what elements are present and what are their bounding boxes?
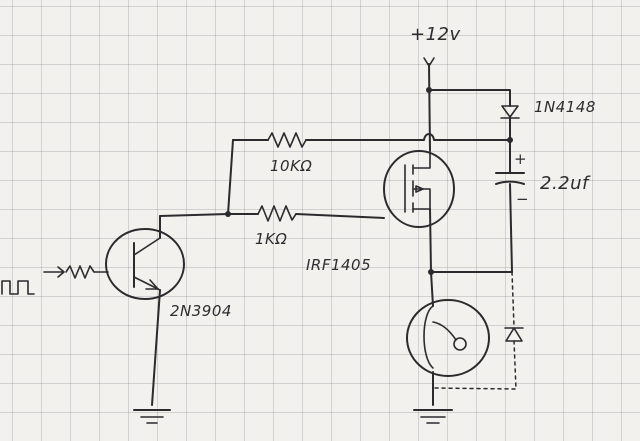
label-resistor-1k: 1KΩ — [255, 230, 287, 248]
diode-feed-wire — [429, 89, 511, 107]
cap-negative-wire — [509, 183, 513, 273]
resistor-10k — [267, 132, 307, 148]
supply-rail-wire — [428, 63, 431, 151]
ground-symbol-lamp — [413, 409, 453, 424]
label-diode-1n4148: 1N4148 — [534, 98, 596, 116]
transistor-2n3904 — [105, 228, 185, 300]
input-arrow — [43, 266, 65, 278]
wire-10k-right — [305, 133, 511, 141]
wire-base-junction — [159, 213, 229, 217]
lamp — [406, 299, 490, 377]
label-supply: +12v — [410, 24, 461, 45]
label-cap-minus: − — [516, 190, 529, 208]
label-resistor-10k: 10KΩ — [270, 157, 312, 175]
wire-lamp-top — [430, 271, 434, 307]
capacitor — [495, 172, 525, 185]
label-mosfet: IRF1405 — [306, 256, 371, 274]
wire-gate — [295, 213, 385, 219]
label-cap-plus: + — [514, 150, 527, 168]
flyback-wire-top — [511, 271, 515, 328]
flyback-wire-bottom — [432, 340, 517, 390]
wire-10k-down — [227, 139, 234, 215]
mosfet-irf1405 — [383, 149, 455, 273]
base-resistor — [65, 265, 109, 279]
diode-1n4148 — [500, 105, 520, 119]
wire-emitter — [151, 289, 161, 406]
resistor-1k — [257, 205, 297, 222]
flyback-diode — [504, 327, 524, 342]
label-capacitor: 2.2uf — [540, 173, 591, 194]
pulse-signal — [1, 280, 35, 295]
label-transistor: 2N3904 — [170, 302, 232, 320]
ground-symbol-transistor — [133, 409, 171, 424]
